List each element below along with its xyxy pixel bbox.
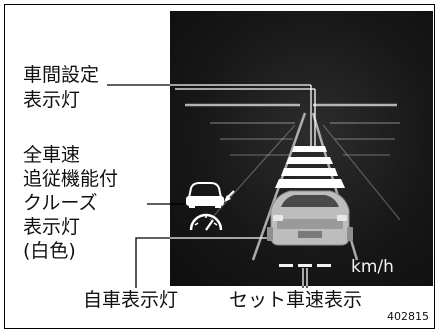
label-line: (白色) [23, 240, 76, 262]
distance-bar-3 [281, 168, 338, 176]
label-line: 表示灯 [23, 216, 81, 238]
label-line: 車間設定 [23, 64, 100, 86]
speed-unit-label: km/h [351, 257, 394, 277]
set-speed-display [279, 264, 331, 267]
leader-own-vehicle [135, 237, 267, 288]
lane-lines [185, 103, 401, 261]
distance-bar-4 [275, 179, 345, 188]
label-line: 全車速 [23, 144, 81, 166]
label-own-vehicle-indicator: 自車表示灯 [83, 289, 179, 311]
figure-number: 402815 [387, 310, 429, 323]
leader-lines-on-screen [170, 84, 316, 286]
own-vehicle-car-icon [267, 190, 353, 246]
label-line: クルーズ [23, 192, 98, 214]
leader-distance-setting [107, 84, 312, 146]
leader-distance-setting-2 [107, 88, 307, 146]
label-full-speed-cruise-indicator: 全車速 追従機能付 クルーズ 表示灯 (白色) [23, 143, 118, 263]
label-set-speed-display: セット車速表示 [229, 289, 363, 311]
label-line: 追従機能付 [23, 168, 119, 190]
label-distance-setting-indicator: 車間設定 表示灯 [23, 63, 99, 113]
distance-bar-1 [292, 146, 327, 152]
diagram-frame: 車間設定 表示灯 全車速 追従機能付 クルーズ 表示灯 (白色) 自車表示灯 セ… [4, 4, 435, 329]
diagram-graphics [107, 84, 401, 288]
distance-bar-2 [286, 157, 333, 164]
distance-setting-bars [275, 146, 345, 188]
cruise-speedometer-icon [186, 182, 235, 231]
label-line: 表示灯 [23, 89, 81, 111]
